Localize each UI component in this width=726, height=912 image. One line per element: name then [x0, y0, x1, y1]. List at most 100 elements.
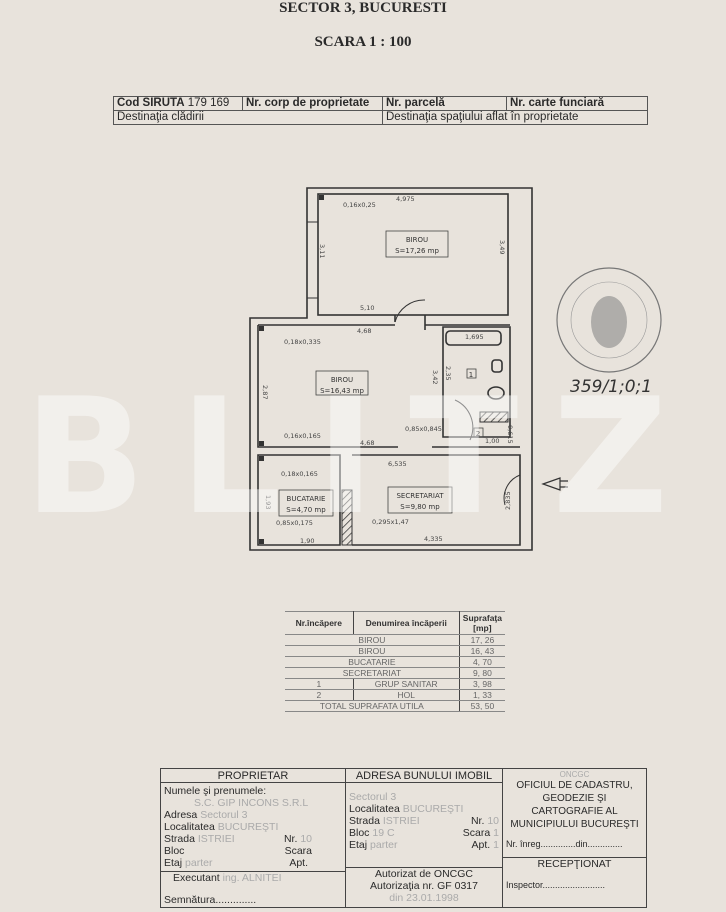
localitatea-value: BUCUREŞTI — [217, 821, 279, 833]
strada-value: ISTRIEI — [382, 815, 420, 827]
room-name: BIROU — [331, 376, 353, 384]
dimension: 0,85x0,845 — [405, 425, 442, 433]
adresa-title: ADRESA BUNULUI IMOBIL — [346, 770, 502, 783]
autorizat-text: Autorizat de ONCGC — [374, 868, 474, 880]
semnatura-label: Semnătura — [164, 894, 216, 906]
nr-label: Nr. — [283, 833, 298, 845]
inspector-label: Inspector......................... — [506, 880, 606, 890]
property-info-table: Cod SIRUTA 179 169 Nr. corp de proprieta… — [113, 96, 648, 125]
room-area: S=4,70 mp — [286, 506, 326, 514]
strada-label: Strada — [349, 815, 380, 827]
room-area: 4, 70 — [459, 656, 505, 668]
room-marker: 1 — [469, 371, 473, 379]
name-value: S.C. GIP INCONS S.R.L — [194, 797, 309, 809]
handwritten-annotation: 359/1;0;1 — [570, 377, 652, 397]
apt-label: Apt. — [289, 857, 308, 869]
scara-value: 1 — [493, 827, 499, 839]
nr-label: Nr. — [470, 815, 485, 827]
dimension: 0,615 — [506, 425, 514, 444]
dimension: 0,16x0,165 — [284, 432, 321, 440]
room-area: 16, 43 — [459, 645, 505, 657]
room-nr: 2 — [285, 689, 354, 701]
etaj-value: parter — [185, 857, 213, 869]
dimension: 2,87 — [261, 385, 269, 399]
name-label: Numele şi prenumele: — [164, 785, 267, 797]
cod-siruta-value: 179 169 — [187, 97, 230, 109]
localitatea-value: BUCUREŞTI — [402, 803, 464, 815]
bloc-value: 19 C — [372, 827, 395, 839]
room-name: BIROU — [285, 645, 460, 657]
dimension: 1,90 — [300, 537, 314, 545]
room-marker: 2 — [476, 430, 480, 438]
receptionat-label: RECEPŢIONAT — [503, 857, 646, 870]
oncgc-label: ONCGC — [559, 770, 590, 779]
nr-inreg: Nr. înreg..............din.............. — [506, 839, 623, 849]
bloc-label: Bloc — [349, 827, 370, 839]
room-area: 17, 26 — [459, 634, 505, 646]
dimension: 1,00 — [485, 437, 499, 445]
scale-heading: SCARA 1 : 100 — [314, 34, 412, 50]
autorizatia-date: din 23.01.1998 — [389, 892, 459, 904]
corp-label: Nr. corp de proprietate — [242, 96, 383, 111]
nr-value: 10 — [487, 815, 499, 827]
adresa-value: Sectorul 3 — [200, 809, 248, 821]
strada-label: Strada — [164, 833, 195, 845]
dimension: 0,18x0,335 — [284, 338, 321, 346]
etaj-label: Etaj — [164, 857, 183, 869]
location-heading: SECTOR 3, BUCURESTI — [279, 0, 447, 16]
area-table: Nr.încăpere Denumirea încăperii Suprafaţ… — [285, 611, 505, 712]
dimension: 1,695 — [465, 333, 484, 341]
dimension: 4,68 — [360, 439, 374, 447]
dimension: 0,295x1,47 — [372, 518, 409, 526]
oficiu-name: OFICIUL DE CADASTRU, GEODEZIE ŞI CARTOGR… — [510, 780, 639, 830]
apt-value: 1 — [493, 839, 499, 851]
header-nr: Nr.încăpere — [285, 611, 354, 635]
etaj-value: parter — [370, 839, 398, 851]
dimension: 3,11 — [318, 244, 326, 258]
destinatia-cladirii: Destinaţia clădirii — [113, 110, 383, 125]
header-area: Suprafaţa [mp] — [459, 611, 505, 635]
adresa-label: Adresa — [164, 809, 198, 821]
room-name: GRUP SANITAR — [353, 678, 460, 690]
room-area: S=16,43 mp — [320, 387, 364, 395]
room-area: S=17,26 mp — [395, 247, 439, 255]
room-name: BUCATARIE — [285, 656, 460, 668]
parcela-label: Nr. parcelă — [382, 96, 507, 111]
dimension: 1,93 — [264, 495, 272, 509]
localitatea-label: Localitatea — [349, 803, 400, 815]
room-name: BIROU — [406, 236, 428, 244]
room-area: 1, 33 — [459, 689, 505, 701]
executant-label: Executant — [173, 872, 220, 884]
sector-value: Sectorul 3 — [349, 791, 397, 803]
apt-label: Apt. — [471, 839, 491, 851]
scara-label: Scara — [462, 827, 491, 839]
dimension: 5,10 — [360, 304, 374, 312]
cod-siruta-label: Cod SIRUTA — [117, 97, 185, 109]
room-area: S=9,80 mp — [400, 503, 440, 511]
nr-value: 10 — [300, 833, 312, 845]
etaj-label: Etaj — [349, 839, 368, 851]
room-area: 3, 98 — [459, 678, 505, 690]
room-name: HOL — [353, 689, 460, 701]
room-name: BIROU — [285, 634, 460, 646]
dimension: 3,42 — [431, 370, 439, 384]
dimension: 4,68 — [357, 327, 371, 335]
dimension: 0,85x0,175 — [276, 519, 313, 527]
dimension: 2,35 — [444, 366, 452, 380]
room-name: BUCATARIE — [287, 495, 326, 503]
dimension: 3,49 — [498, 240, 506, 254]
destinatia-spatiului: Destinaţia spaţiului aflat în proprietat… — [382, 110, 648, 125]
room-nr: 1 — [285, 678, 354, 690]
room-name: SECRETARIAT — [285, 667, 460, 679]
bloc-label: Bloc — [164, 845, 185, 857]
autorizatia-text: Autorizaţia nr. GF 0317 — [370, 880, 478, 892]
proprietar-title: PROPRIETAR — [161, 770, 345, 783]
cadastre-stamp — [556, 267, 662, 373]
